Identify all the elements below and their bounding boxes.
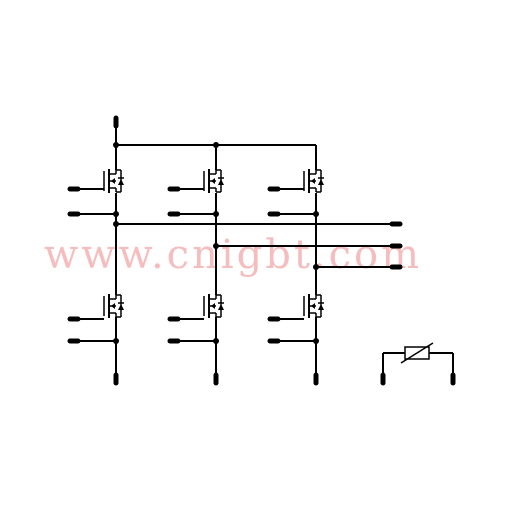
igbt-lower-leg-3 bbox=[267, 293, 325, 344]
ntc-thermistor bbox=[380, 342, 456, 386]
igbt-upper-leg-2 bbox=[167, 168, 225, 217]
igbt-upper-leg-3 bbox=[267, 168, 325, 217]
igbt-lower-leg-2 bbox=[167, 293, 225, 344]
leg-3 bbox=[313, 145, 319, 386]
igbt-upper-leg-1 bbox=[67, 168, 125, 217]
leg-2 bbox=[213, 145, 219, 386]
dc-positive-bus bbox=[113, 115, 316, 148]
leg-1 bbox=[113, 145, 119, 386]
watermark-text: www.cnigbt.com bbox=[44, 232, 422, 278]
igbt-lower-leg-1 bbox=[67, 293, 125, 344]
